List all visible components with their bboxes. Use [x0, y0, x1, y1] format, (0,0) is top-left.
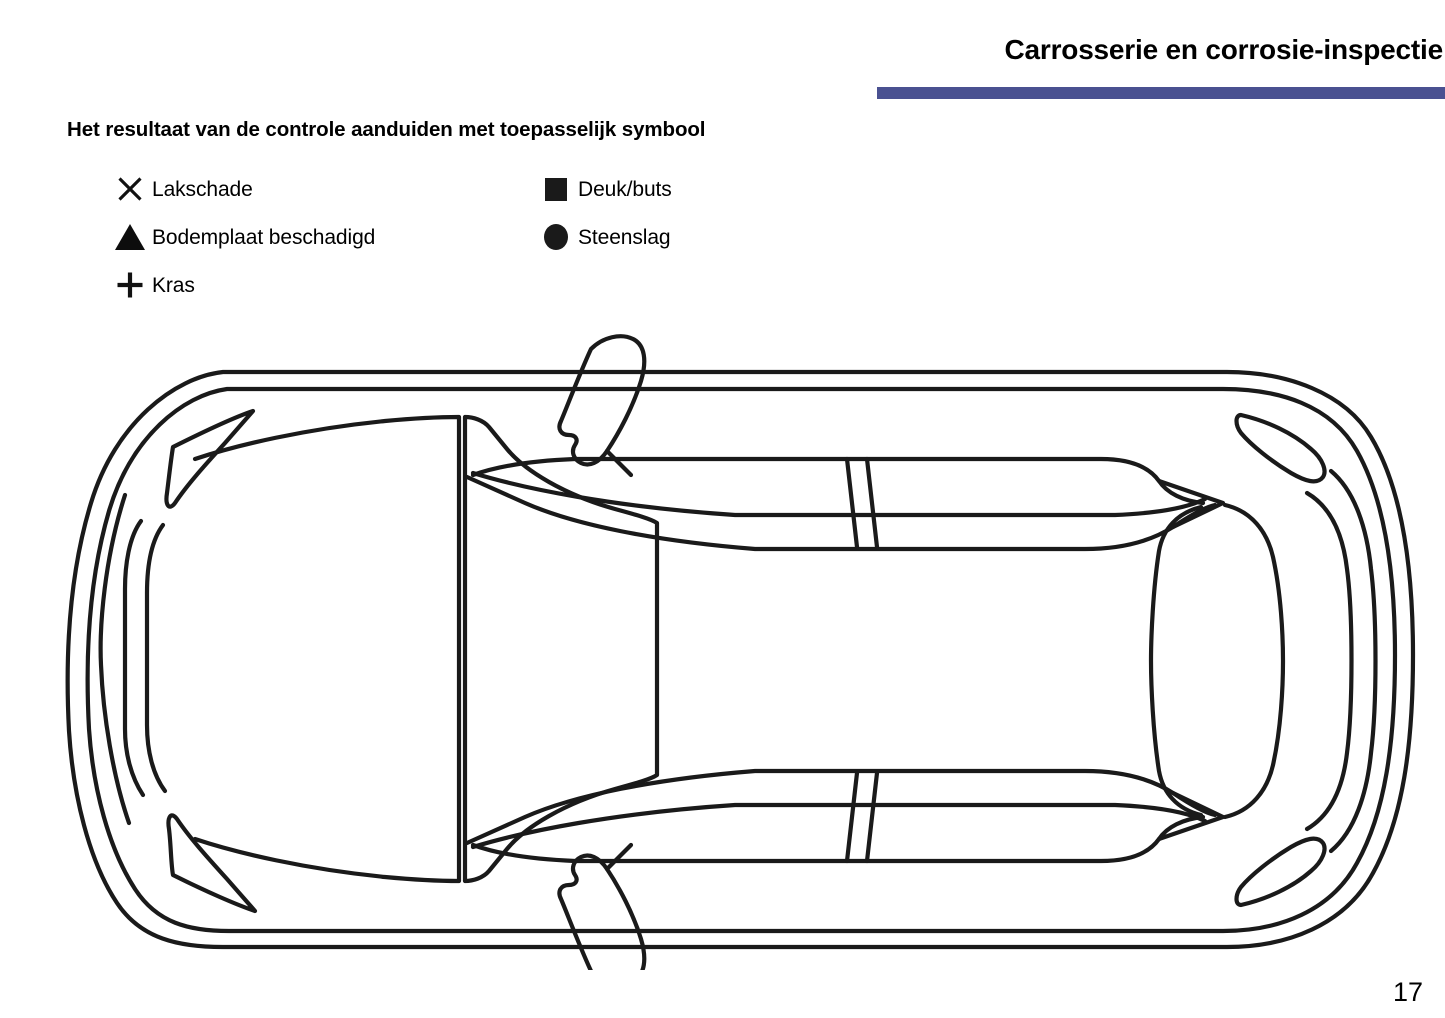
square-icon — [534, 172, 578, 206]
legend-item-lakschade: Lakschade — [108, 172, 253, 206]
upper-band-tail — [1156, 478, 1226, 530]
car-top-view-diagram[interactable] — [55, 325, 1440, 970]
lower-window-band-outer — [470, 814, 1206, 864]
tailgate-line-2 — [1328, 468, 1378, 854]
taillight-rear-top — [1234, 412, 1327, 484]
upper-window-band-outer — [470, 456, 1206, 506]
legend-item-deuk-buts: Deuk/buts — [534, 172, 672, 206]
legend-item-label: Deuk/buts — [578, 177, 672, 201]
mirror-bottom — [557, 853, 647, 970]
rear-window-outer — [1222, 502, 1286, 820]
car-outer-body — [65, 369, 1416, 950]
cross-icon — [108, 172, 152, 206]
legend-item-label: Bodemplaat beschadigd — [152, 225, 376, 249]
circle-icon — [534, 220, 578, 254]
lower-door-line-b — [864, 770, 880, 864]
front-nose-line-2 — [122, 518, 146, 798]
legend-item-kras: Kras — [108, 268, 195, 302]
page-header: Carrosserie en corrosie-inspectie — [0, 0, 1445, 105]
square-shape — [545, 177, 567, 201]
taillight-rear-bottom — [1234, 836, 1327, 908]
headlight-front-right — [166, 813, 258, 914]
legend-instruction-text: Het resultaat van de controle aanduiden … — [67, 118, 706, 141]
plus-icon — [108, 268, 152, 302]
front-nose-line-1 — [98, 492, 132, 826]
tailgate-line-1 — [1304, 490, 1354, 832]
lower-door-line-a — [844, 770, 860, 864]
mirror-bottom-stem — [604, 842, 634, 872]
triangle-icon — [108, 220, 152, 254]
front-nose-line-3 — [144, 522, 168, 794]
mirror-top-stem — [604, 448, 634, 478]
mirror-top — [557, 334, 647, 467]
car-body-inner-edge — [85, 386, 1398, 934]
legend-item-bodemplaat: Bodemplaat beschadigd — [108, 220, 375, 254]
legend-item-label: Steenslag — [578, 225, 671, 249]
hood-panel — [192, 414, 462, 884]
legend-item-steenslag: Steenslag — [534, 220, 671, 254]
page-number: 17 — [1392, 977, 1423, 1007]
roof-edge-lower — [470, 802, 1208, 850]
triangle-shape — [115, 224, 145, 250]
page-title: Carrosserie en corrosie-inspectie — [1004, 34, 1444, 65]
header-accent-rule — [877, 87, 1445, 99]
upper-door-line-b — [864, 456, 880, 550]
upper-door-line-a — [844, 456, 860, 550]
headlight-front-left — [164, 408, 256, 509]
circle-shape — [544, 224, 568, 250]
legend-item-label: Kras — [152, 273, 195, 297]
legend-item-label: Lakschade — [152, 177, 253, 201]
windshield-panel — [462, 414, 660, 884]
rear-window-panel — [1148, 504, 1204, 818]
roof-edge-upper — [470, 470, 1208, 518]
